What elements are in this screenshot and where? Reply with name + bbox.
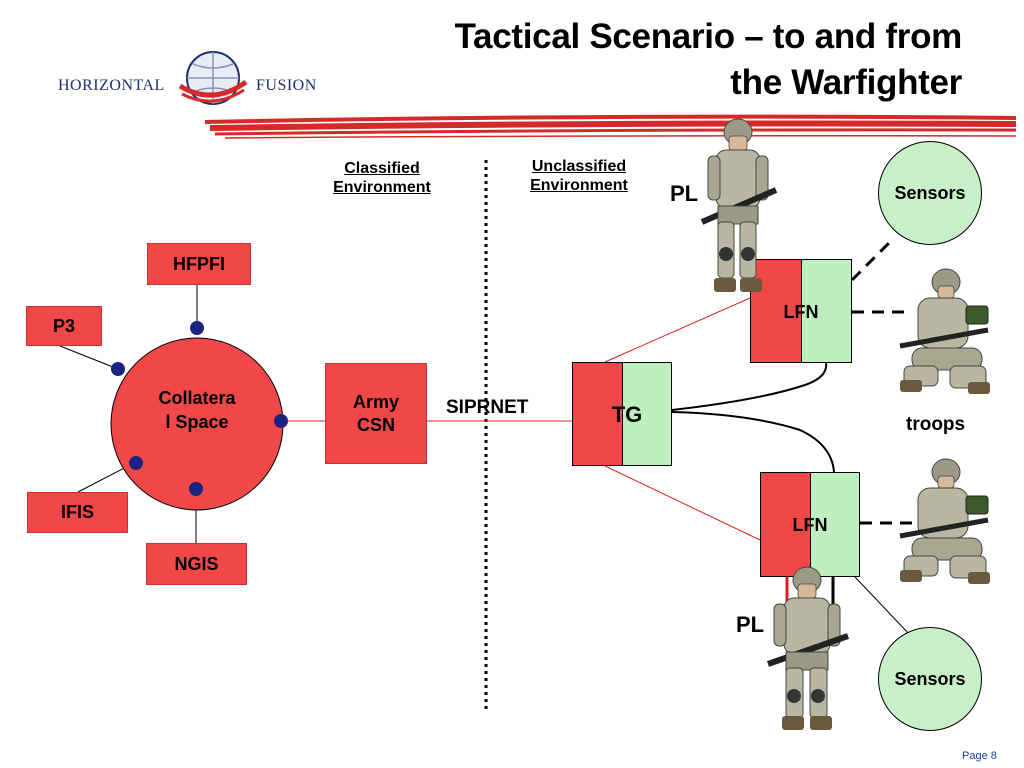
- army-line-1: Army: [352, 391, 400, 412]
- slide-title: Tactical Scenario – to and from the Warf…: [322, 14, 963, 106]
- node-dot: [129, 456, 143, 470]
- classified-line-1: Classified: [344, 160, 420, 177]
- slide-title-line-1: Tactical Scenario – to and from: [454, 17, 963, 56]
- unclassified-environment-label: Unclassified Environment: [512, 157, 646, 195]
- collateral-line-2: l Space: [165, 412, 229, 432]
- p3-node: P3: [26, 306, 102, 346]
- link-lfn-sensors-top: [850, 238, 894, 282]
- classified-environment-label: Classified Environment: [318, 159, 446, 197]
- unclassified-line-1: Unclassified: [531, 158, 627, 175]
- collateral-line-1: Collatera: [158, 388, 236, 408]
- ngis-node: NGIS: [146, 543, 247, 585]
- node-dot: [111, 362, 125, 376]
- link-tg-lfn-top-curve: [671, 362, 828, 411]
- node-dot: [189, 482, 203, 496]
- link-p3: [59, 345, 119, 370]
- army-line-2: CSN: [356, 414, 395, 435]
- node-dot: [190, 321, 204, 335]
- red-swoosh-banner: [204, 114, 1017, 139]
- platoon-leader-label-top: PL: [670, 181, 699, 206]
- soldier-troops-top: [899, 268, 990, 394]
- logo-text-horizontal: HORIZONTAL: [58, 77, 165, 94]
- collateral-space-label: Collatera l Space: [140, 386, 254, 434]
- soldier-troops-bottom: [899, 458, 990, 584]
- slide-title-line-2: the Warfighter: [730, 63, 962, 102]
- troops-label: troops: [906, 414, 966, 435]
- link-tg-lfn-bottom: [604, 465, 761, 541]
- tg-green-half: [621, 363, 671, 465]
- hfpfi-node: HFPFI: [147, 243, 251, 285]
- link-lfn-sensors-bottom: [854, 576, 911, 636]
- logo-text-fusion: FUSION: [256, 77, 317, 94]
- horizontal-fusion-logo: HORIZONTAL FUSION: [58, 48, 333, 108]
- tg-node: [572, 362, 672, 466]
- platoon-leader-label-bottom: PL: [736, 612, 765, 637]
- lfn-top-label: LFN: [783, 302, 819, 322]
- link-tg-lfn-bottom-curve: [671, 411, 835, 473]
- platoon-leader-soldier-bottom: [767, 566, 849, 730]
- node-dot: [274, 414, 288, 428]
- tg-label: TG: [611, 402, 643, 427]
- sensors-bottom-node: Sensors: [878, 627, 982, 731]
- lfn-bottom-green-half: [809, 473, 859, 576]
- lfn-top-node: [750, 259, 852, 363]
- globe-icon: [178, 51, 248, 105]
- link-tg-lfn-top: [604, 297, 751, 363]
- lfn-top-red-half: [751, 260, 801, 362]
- sensors-top-node: Sensors: [878, 141, 982, 245]
- army-csn-node: Army CSN: [325, 363, 427, 464]
- ifis-node: IFIS: [27, 492, 128, 533]
- unclassified-line-2: Environment: [530, 177, 628, 194]
- lfn-bottom-red-half: [761, 473, 810, 576]
- tg-red-half: [573, 363, 622, 465]
- platoon-leader-soldier-top: [700, 118, 778, 292]
- lfn-top-green-half: [800, 260, 851, 362]
- siprnet-label: SIPRNET: [446, 397, 529, 418]
- lfn-bottom-label: LFN: [792, 515, 828, 535]
- classified-line-2: Environment: [333, 179, 431, 196]
- page-number: Page 8: [962, 750, 997, 762]
